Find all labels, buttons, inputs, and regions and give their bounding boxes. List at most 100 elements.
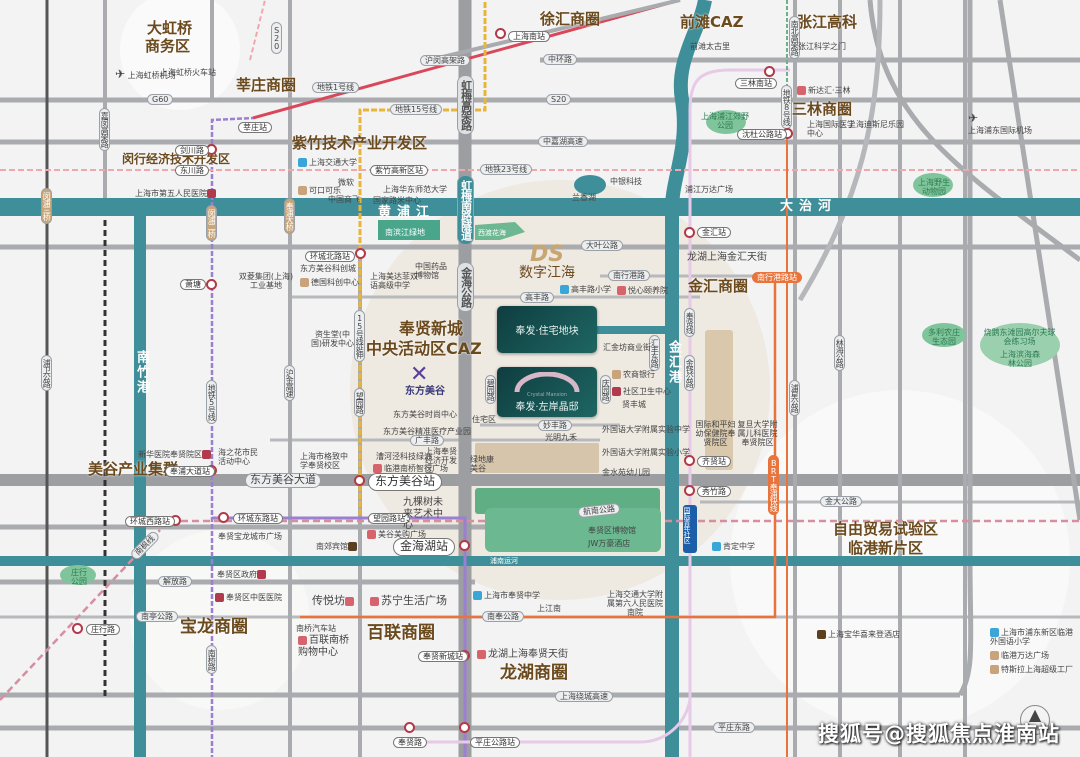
park-duoli-farm: 多利农庄生态园 bbox=[928, 328, 960, 347]
road-zhonghuan: 中环路 bbox=[543, 54, 577, 66]
plot-crystal-mansion[interactable]: Crystal Mansion 奉发·左岸晶邸 bbox=[497, 367, 597, 417]
road-nanxinggang: 南行港路 bbox=[608, 270, 650, 282]
shop-icon bbox=[477, 649, 486, 659]
poi-residential-zone: 住宅区 bbox=[472, 415, 496, 424]
road-s20-vertical: S20 bbox=[271, 22, 283, 54]
station-sanlin-south[interactable]: 三林南站 bbox=[735, 78, 777, 90]
poi-meigu-meigou: 美谷美购广场 bbox=[367, 530, 426, 539]
park-zhuanghang: 庄行公园 bbox=[71, 568, 87, 587]
airplane-icon: ✈ bbox=[115, 67, 126, 81]
poi-meidafei-school: 上海美达菲双语高级中学 bbox=[370, 272, 418, 291]
metro-icon bbox=[459, 540, 470, 551]
metro-icon bbox=[684, 227, 695, 238]
district-xuhui: 徐汇商圈 bbox=[540, 10, 601, 28]
poi-lingang-nanqiao: 临港南桥智行广场 bbox=[373, 464, 448, 473]
station-shendu-road[interactable]: 沈杜公路站 bbox=[737, 129, 787, 141]
station-xiaotang[interactable]: 萧塘 bbox=[180, 279, 206, 291]
hospital-icon bbox=[202, 450, 211, 459]
station-fengxian-road[interactable]: 奉贤路 bbox=[393, 737, 427, 749]
station-dongchuan[interactable]: 东川路 bbox=[175, 165, 209, 177]
road-linhai: 林海公路 bbox=[834, 335, 846, 371]
station-pingzhuang-road[interactable]: 平庄公路站 bbox=[470, 737, 520, 749]
river-punan: 浦南运河 bbox=[490, 557, 518, 565]
poi-sheraton: 上海宝华喜来登酒店 bbox=[817, 630, 900, 639]
metro-icon bbox=[206, 279, 217, 290]
dongfang-meigu-label: 东方美谷 bbox=[405, 386, 445, 397]
poi-lanxiang-lake: 兰香湖 bbox=[572, 193, 596, 202]
river-jinhui: 金汇港 bbox=[665, 340, 681, 385]
poi-caohejing: 漕河泾科技绿洲 bbox=[376, 452, 432, 461]
road-fengxian-line: 奉贤线 bbox=[684, 308, 696, 337]
school-icon bbox=[560, 285, 569, 294]
station-dongfang-meigu[interactable]: 东方美谷站 bbox=[368, 473, 443, 491]
station-shanghai-south[interactable]: 上海南站 bbox=[508, 31, 550, 43]
road-daye: 大叶公路 bbox=[581, 240, 623, 252]
station-jianchuan[interactable]: 剑川路 bbox=[175, 145, 209, 157]
road-hongmei-elevated: 虹梅高架路 bbox=[457, 75, 474, 135]
poi-gezhi-school: 上海市格致中学奉贤校区 bbox=[300, 452, 348, 471]
poi-museum: 奉贤区博物馆 bbox=[588, 526, 636, 535]
station-jinhui[interactable]: 金汇站 bbox=[697, 227, 731, 239]
hotel-icon bbox=[817, 630, 826, 639]
metro-icon bbox=[459, 722, 470, 733]
road-zhongjiahu: 中嘉湖高速 bbox=[538, 136, 588, 148]
poi-zhangjiang-gate: 张江科学之门 bbox=[798, 42, 846, 51]
road-jinhai: 金海公路 bbox=[457, 262, 474, 312]
shop-icon bbox=[990, 651, 999, 660]
poi-drug-museum: 中国药品博物馆 bbox=[415, 262, 447, 281]
hospital-icon bbox=[215, 593, 224, 602]
station-xiuzhu-road[interactable]: 秀竹路 bbox=[697, 486, 731, 498]
district-hongqiao-2: 商务区 bbox=[145, 37, 191, 55]
station-huancheng-west[interactable]: 环城西路站 bbox=[125, 516, 175, 528]
poi-longfor-jinhui: 龙湖上海金汇天街 bbox=[687, 252, 767, 263]
station-fengpu-avenue[interactable]: 奉浦大道站 bbox=[165, 466, 215, 478]
metro-icon bbox=[218, 512, 229, 523]
bridge-minpu-3: 闵浦三桥 bbox=[41, 188, 53, 224]
station-qixian[interactable]: 齐贤站 bbox=[697, 456, 731, 468]
poi-chuanyuefang: 传悦坊 bbox=[312, 594, 356, 608]
watermark: 搜狐号@搜狐焦点淮南站 bbox=[818, 722, 1060, 746]
north-arrow-icon: ▲ bbox=[1020, 705, 1050, 735]
road-wangyuan: 望园路 bbox=[354, 388, 366, 417]
station-huancheng-east[interactable]: 环城东路站 bbox=[233, 513, 283, 525]
poi-xianfeng-city: 贤丰城 bbox=[622, 400, 646, 409]
poi-baolong-plaza: 奉贤宝龙城市广场 bbox=[218, 532, 282, 541]
road-qingyuan: 庆园路 bbox=[600, 375, 612, 404]
road-puwei: 浦卫公路 bbox=[41, 355, 53, 391]
poi-microsoft: 微软 bbox=[338, 178, 354, 187]
district-meigu: 美谷产业集群 bbox=[88, 460, 179, 478]
hospital-icon bbox=[207, 189, 216, 198]
bridge-minpu-2: 闵浦二桥 bbox=[206, 205, 218, 241]
metro-icon bbox=[355, 248, 366, 259]
plot-residential-block[interactable]: 奉发·住宅地块 bbox=[497, 306, 597, 353]
station-nanxinggang[interactable]: 南行港路站 bbox=[752, 272, 802, 284]
poi-tcm-hospital: 奉贤区中医医院 bbox=[215, 593, 282, 602]
station-xinzhuang[interactable]: 莘庄站 bbox=[238, 122, 272, 134]
station-wangyuan-road[interactable]: 望园路站 bbox=[368, 513, 410, 525]
poi-longfor-fengxian: 龙湖上海奉贤天街 bbox=[477, 649, 568, 661]
station-fengxian-newcity[interactable]: 奉贤新城站 bbox=[418, 651, 468, 663]
shop-icon bbox=[617, 286, 626, 295]
district-fengxian-newcity: 奉贤新城 bbox=[399, 319, 464, 338]
road-humin: 沪闵高架路 bbox=[420, 55, 470, 67]
district-zhangjiang: 张江高科 bbox=[797, 13, 858, 31]
shop-icon bbox=[370, 596, 379, 606]
road-puxing: 浦星公路 bbox=[789, 380, 801, 416]
metro-line-8-label: 地铁8号线 bbox=[781, 85, 793, 129]
poi-fl-primary-school: 外国语大学附属实验小学 bbox=[602, 448, 690, 457]
station-huancheng-north[interactable]: 环城北路站 bbox=[305, 251, 355, 263]
district-minhang: 闵行经济技术开发区 bbox=[122, 152, 231, 166]
station-nanqiao-bus[interactable]: 南桥汽车站 bbox=[296, 624, 336, 633]
park-golf-practice: 烧鹅东滩园高尔夫球会练习场 bbox=[983, 328, 1056, 347]
station-zhuanghang[interactable]: 庄行路 bbox=[86, 624, 120, 636]
poi-meigu-medical: 东方美谷精准医疗产业园 bbox=[383, 427, 471, 436]
metro-icon bbox=[684, 485, 695, 496]
poi-peace-maternal: 国际和平妇幼保健院奉贤院区 bbox=[695, 420, 736, 448]
district-longhu: 龙湖商圈 bbox=[500, 663, 568, 683]
station-zizhu-hitech[interactable]: 紫竹高新区站 bbox=[370, 165, 428, 177]
station-jinhai-lake[interactable]: 金海湖站 bbox=[393, 538, 456, 556]
poi-jinshuiyuan-kindergarten: 金水苑幼儿园 bbox=[602, 468, 650, 477]
road-nanfeng: 南奉公路 bbox=[482, 611, 524, 623]
metro-icon bbox=[72, 623, 83, 634]
